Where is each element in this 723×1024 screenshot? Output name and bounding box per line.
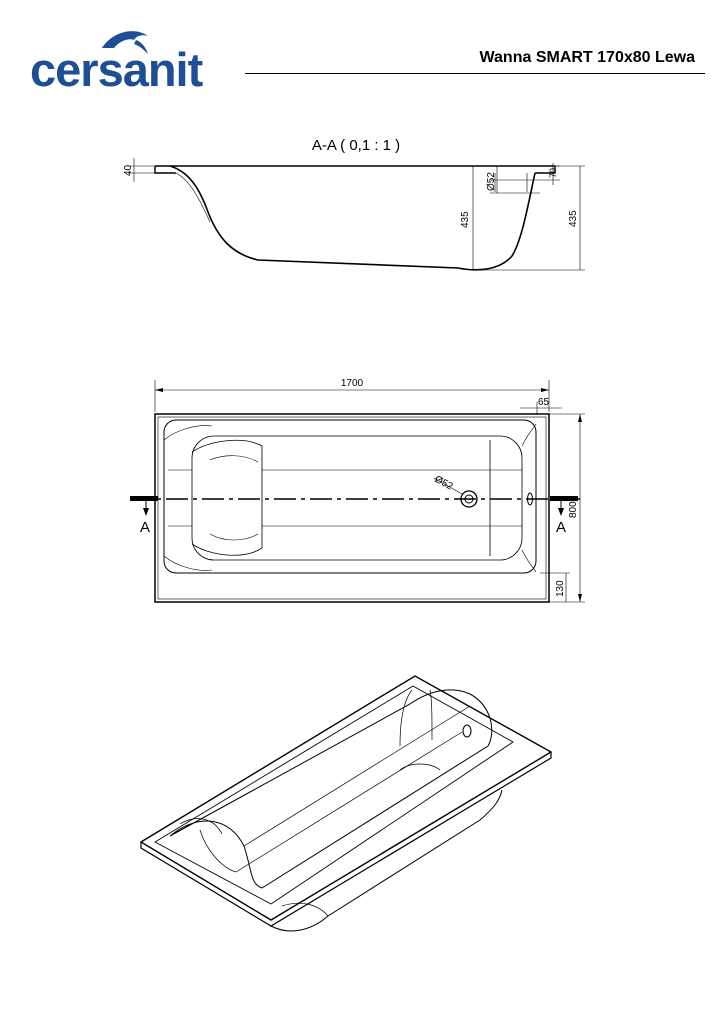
isometric-view <box>139 675 553 932</box>
dim-depth-outer: 435 <box>568 210 579 227</box>
dolphin-icon <box>102 31 148 54</box>
document-title: Wanna SMART 170x80 Lewa <box>479 49 695 66</box>
dim-rim-end: 65 <box>538 397 550 408</box>
dim-length: 1700 <box>341 378 364 389</box>
dim-rim-height: 40 <box>123 164 134 176</box>
brand-name: cersanit <box>30 43 203 96</box>
plan-view: 1700 65 A <box>130 378 585 603</box>
dim-rim-side: 130 <box>555 580 566 597</box>
section-marker-right: A <box>556 519 566 536</box>
title-rule <box>245 73 705 74</box>
section-marker-left: A <box>140 519 150 536</box>
dim-drain-diameter: Ø52 <box>486 172 497 191</box>
section-title: A-A ( 0,1 : 1 ) <box>312 137 400 154</box>
dim-drain-offset: 70 <box>548 168 558 178</box>
section-view: A-A ( 0,1 : 1 ) 40 435 Ø52 70 <box>123 137 585 271</box>
dim-width: 800 <box>568 501 579 518</box>
drain-label: Ø52 <box>433 474 455 493</box>
dim-depth-inner: 435 <box>460 211 471 228</box>
brand-logo: cersanit <box>30 28 230 98</box>
header: cersanit Wanna SMART 170x80 Lewa <box>0 0 723 110</box>
